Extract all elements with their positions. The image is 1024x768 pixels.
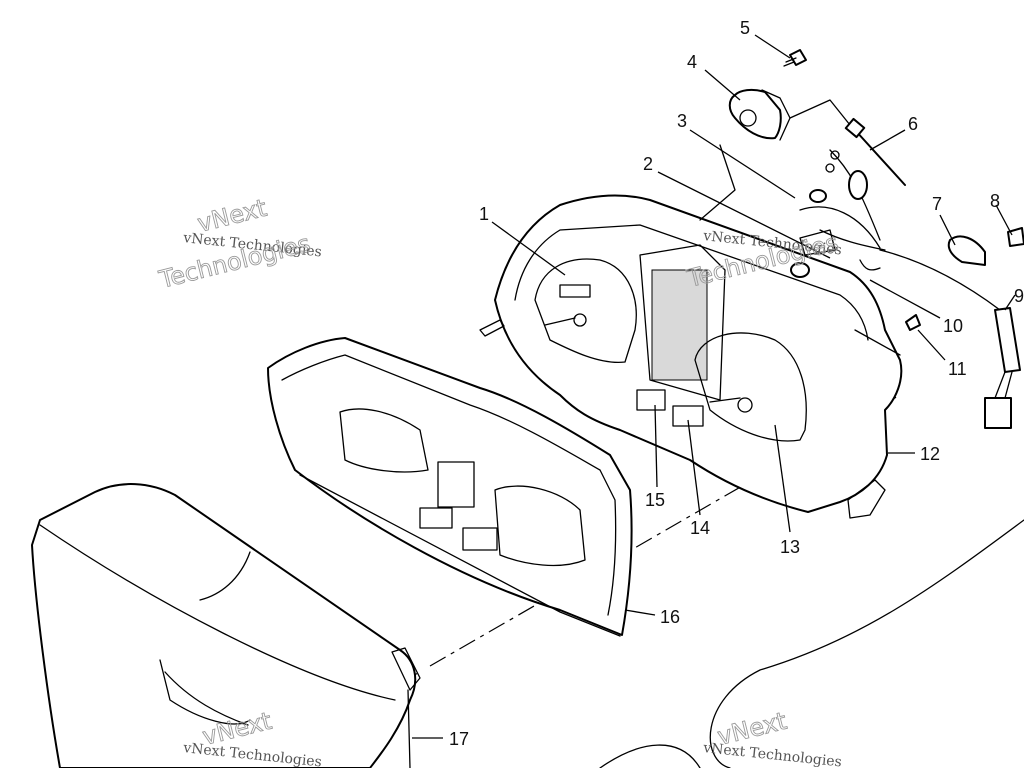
- callout-labels: 1 2 3 4 5 6 7 8 9 10 11 12 13 14 15 16 1…: [449, 18, 1024, 749]
- left-gauge-outline: [534, 258, 637, 364]
- callout-4: 4: [687, 52, 697, 72]
- part-6-probe: [844, 117, 906, 186]
- callout-14: 14: [690, 518, 710, 538]
- part-4-sender-unit: [728, 88, 851, 141]
- watermark-top-left: vNext vNext Technologies Technologies: [155, 193, 322, 294]
- callout-6: 6: [908, 114, 918, 134]
- callout-12: 12: [920, 444, 940, 464]
- part-2-wire-harness: [699, 144, 886, 278]
- part-17-lens-cover: [31, 483, 421, 768]
- watermark-line: vNext Technologies: [702, 740, 843, 768]
- part-16-bezel: [267, 337, 633, 637]
- callout-16: 16: [660, 607, 680, 627]
- part-5-screw: [783, 49, 807, 67]
- callout-8: 8: [990, 191, 1000, 211]
- callout-7: 7: [932, 194, 942, 214]
- watermark-bottom-right: vNext vNext Technologies: [702, 706, 843, 768]
- callout-17: 17: [449, 729, 469, 749]
- part-7-clamp: [947, 235, 986, 266]
- leader-lines: [412, 34, 1016, 739]
- callout-9: 9: [1014, 286, 1024, 306]
- callout-5: 5: [740, 18, 750, 38]
- part-9-cable-connector: [879, 249, 1021, 429]
- callout-1: 1: [479, 204, 489, 224]
- callout-10: 10: [943, 316, 963, 336]
- callout-13: 13: [780, 537, 800, 557]
- right-gauge-outline: [694, 332, 807, 442]
- callout-2: 2: [643, 154, 653, 174]
- harness-loop-lower: [599, 744, 701, 768]
- watermark-word-vnext: vNext: [195, 194, 270, 238]
- part-11-bolt: [905, 314, 921, 331]
- callout-15: 15: [645, 490, 665, 510]
- callout-3: 3: [677, 111, 687, 131]
- part-8-screw: [1007, 227, 1024, 247]
- callout-11: 11: [948, 359, 967, 379]
- harness-loop: [709, 519, 1024, 768]
